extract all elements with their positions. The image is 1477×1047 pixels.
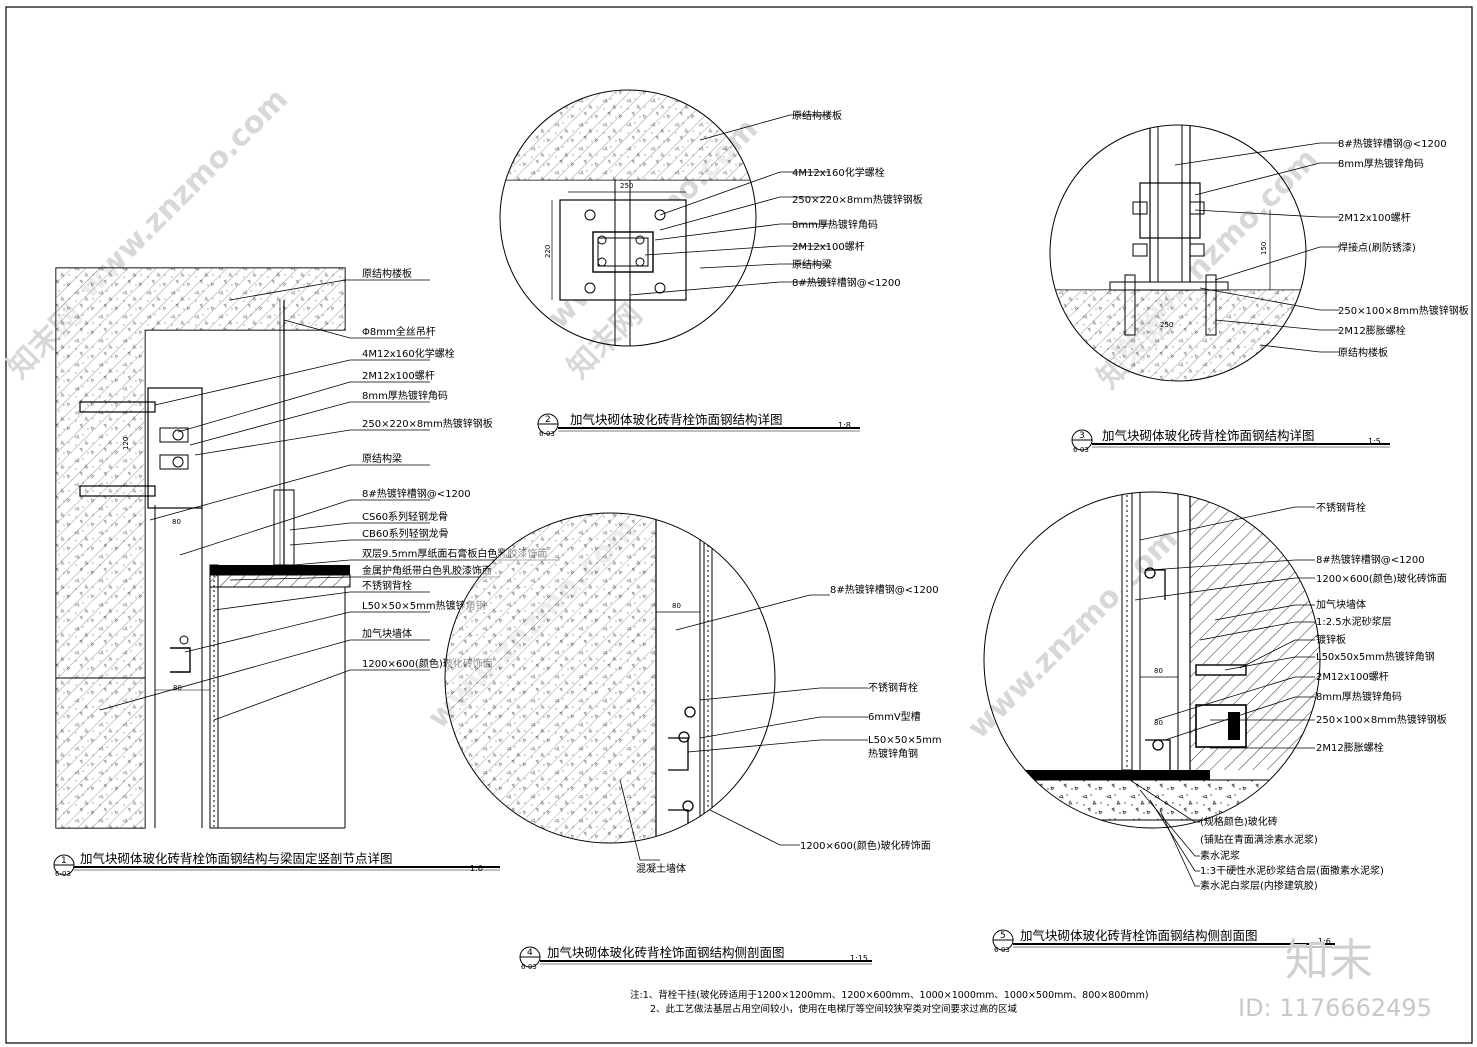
- callout-label: 1200×600(颜色)玻化砖饰面: [1316, 572, 1447, 585]
- callout-label: 2M12膨胀螺栓: [1316, 741, 1384, 754]
- callout-label: 原结构楼板: [362, 267, 412, 280]
- detail-title: 加气块砌体玻化砖背栓饰面钢结构详图: [570, 412, 783, 427]
- dimension-label: 250: [620, 182, 633, 190]
- callout-label: 8#热镀锌槽钢@<1200: [1338, 137, 1447, 150]
- callout-label: L50×50×5mm: [868, 735, 942, 746]
- callout-label: 1:2.5水泥砂浆层: [1316, 615, 1392, 628]
- callout-label: 1200×600(颜色)玻化砖饰面: [800, 839, 931, 852]
- dimension-label: 250: [1160, 321, 1173, 329]
- callout-label: 4M12x160化学螺栓: [362, 347, 455, 360]
- callout-label: 素水泥白浆层(内掺建筑胶): [1200, 879, 1318, 892]
- dimension-label: 220: [544, 245, 552, 258]
- callout-label: 加气块墙体: [1316, 598, 1366, 611]
- callout-label: 1:3干硬性水泥砂浆结合层(面撒素水泥浆): [1200, 864, 1384, 877]
- callout-label: 250×220×8mm热镀锌钢板: [362, 417, 493, 430]
- callout-label: 8mm厚热镀锌角码: [362, 389, 448, 402]
- detail-number: 2: [545, 415, 551, 425]
- brand-watermark: 知末 ID: 1176662495: [1238, 935, 1432, 1022]
- note-line-2: 2、此工艺做法基层占用空间较小，使用在电梯厅等空间较狭窄类对空间要求过高的区域: [650, 1003, 1018, 1015]
- callout-label: 2M12x100螺杆: [1338, 212, 1411, 224]
- callout-label: 6mmV型槽: [868, 710, 921, 723]
- callout-label: 2M12膨胀螺栓: [1338, 324, 1406, 337]
- callout-label: 不锈钢背栓: [1316, 501, 1366, 514]
- detail-3-base-plate: 150 250 8#热镀锌槽钢@<1200 8mm厚热镀锌角码 2M12x100…: [1049, 124, 1469, 454]
- callout-label: 镀锌板: [1316, 633, 1346, 646]
- detail-title: 加气块砌体玻化砖背栓饰面钢结构与梁固定竖剖节点详图: [80, 851, 393, 866]
- detail-title: 加气块砌体玻化砖背栓饰面钢结构侧剖面图: [547, 945, 785, 960]
- callout-label: 8#热镀锌槽钢@<1200: [1316, 553, 1425, 566]
- sheet-reference: 6-03: [1073, 446, 1089, 454]
- detail-5-side-section: 80 80 不锈钢背栓 8#热镀锌槽钢@<1200 1200×600(颜色)玻化…: [983, 491, 1447, 954]
- detail-number: 1: [61, 856, 67, 866]
- callout-label: 2M12x100螺杆: [1316, 671, 1389, 683]
- callout-label: L50×50×5mm热镀锌角钢: [362, 599, 486, 612]
- callout-label: 原结构楼板: [1338, 346, 1388, 359]
- callout-label: 8#热镀锌槽钢@<1200: [792, 276, 901, 289]
- callout-label: 热镀锌角钢: [868, 747, 918, 760]
- detail-1-vertical-section: 80 80 120 原结构楼板 Φ8mm全丝吊杆: [53, 267, 560, 878]
- sheet-reference: 6-03: [539, 430, 555, 438]
- sheet-border: [5, 6, 1473, 1044]
- callout-label: 素水泥浆: [1200, 849, 1240, 862]
- image-id-text: ID: 1176662495: [1238, 994, 1432, 1022]
- detail-scale: 1:5: [1368, 437, 1381, 446]
- callout-label: 原结构楼板: [792, 109, 842, 122]
- dimension-label: 150: [1260, 242, 1268, 255]
- callout-label: 混凝土墙体: [636, 862, 686, 875]
- callout-label: CB60系列轻钢龙骨: [362, 527, 449, 540]
- detail-title: 加气块砌体玻化砖背栓饰面钢结构详图: [1102, 428, 1315, 443]
- dimension-label: 120: [122, 437, 130, 450]
- callout-label: 原结构梁: [362, 452, 402, 465]
- callout-label: 不锈钢背栓: [362, 579, 412, 592]
- detail-scale: 1:8: [838, 421, 851, 430]
- callout-label: 加气块墙体: [362, 627, 412, 640]
- dimension-label: 80: [1154, 719, 1163, 727]
- callout-label: Φ8mm全丝吊杆: [362, 325, 436, 338]
- dimension-label: 80: [172, 518, 181, 526]
- sheet-reference: 6-03: [521, 963, 537, 971]
- callout-label: 焊接点(刷防锈漆): [1338, 241, 1416, 254]
- detail-scale: 1:15: [850, 954, 868, 963]
- detail-number: 5: [1000, 931, 1006, 941]
- callout-label: 金属护角纸带白色乳胶漆饰面: [362, 564, 492, 577]
- detail-2-plate-detail: 250 220 原结构楼板 4M12x160化学螺栓 250×220×8mm热镀…: [499, 89, 923, 438]
- detail-title: 加气块砌体玻化砖背栓饰面钢结构侧剖面图: [1020, 928, 1258, 943]
- callout-label: L50x50x5mm热镀锌角钢: [1316, 650, 1435, 663]
- dimension-label: 80: [672, 602, 681, 610]
- callout-label: (铺贴在青面满涂素水泥浆): [1200, 833, 1318, 846]
- callout-label: 8mm厚热镀锌角码: [1316, 690, 1402, 703]
- detail-scale: 1:6: [1318, 937, 1331, 946]
- callout-label: 不锈钢背栓: [868, 681, 918, 694]
- callout-label: 2M12x100螺杆: [362, 370, 435, 382]
- watermark-text: www.znzmo.com: [961, 522, 1185, 746]
- detail-number: 4: [527, 948, 533, 958]
- callout-label: CS60系列轻钢龙骨: [362, 510, 448, 523]
- callout-label: 原结构梁: [792, 258, 832, 271]
- brand-logo-text: 知末: [1285, 935, 1373, 986]
- callout-label: 4M12x160化学螺栓: [792, 166, 885, 179]
- callout-label: 8#热镀锌槽钢@<1200: [830, 583, 939, 596]
- callout-label: 2M12x100螺杆: [792, 241, 865, 253]
- note-line-1: 注:1、背栓干挂(玻化砖适用于1200×1200mm、1200×600mm、10…: [630, 989, 1149, 1001]
- callout-label: 250×100×8mm热镀锌钢板: [1338, 304, 1469, 317]
- callout-label: 8mm厚热镀锌角码: [792, 218, 878, 231]
- detail-scale: 1:6: [470, 864, 483, 873]
- callout-label: 8#热镀锌槽钢@<1200: [362, 487, 471, 500]
- dimension-label: 80: [1154, 667, 1163, 675]
- callout-label: (规格颜色)玻化砖: [1200, 815, 1278, 828]
- sheet-reference: 6-03: [55, 870, 71, 878]
- callout-label: 250×220×8mm热镀锌钢板: [792, 193, 923, 206]
- sheet-reference: 6-03: [994, 946, 1010, 954]
- callout-label: 250×100×8mm热镀锌钢板: [1316, 713, 1447, 726]
- general-notes: 注:1、背栓干挂(玻化砖适用于1200×1200mm、1200×600mm、10…: [630, 989, 1149, 1015]
- detail-4-side-section: 80 8#热镀锌槽钢@<1200 不锈钢背栓 6mmV型槽 L50×50×5mm…: [444, 512, 942, 971]
- callout-label: 8mm厚热镀锌角码: [1338, 157, 1424, 170]
- detail-number: 3: [1079, 431, 1085, 441]
